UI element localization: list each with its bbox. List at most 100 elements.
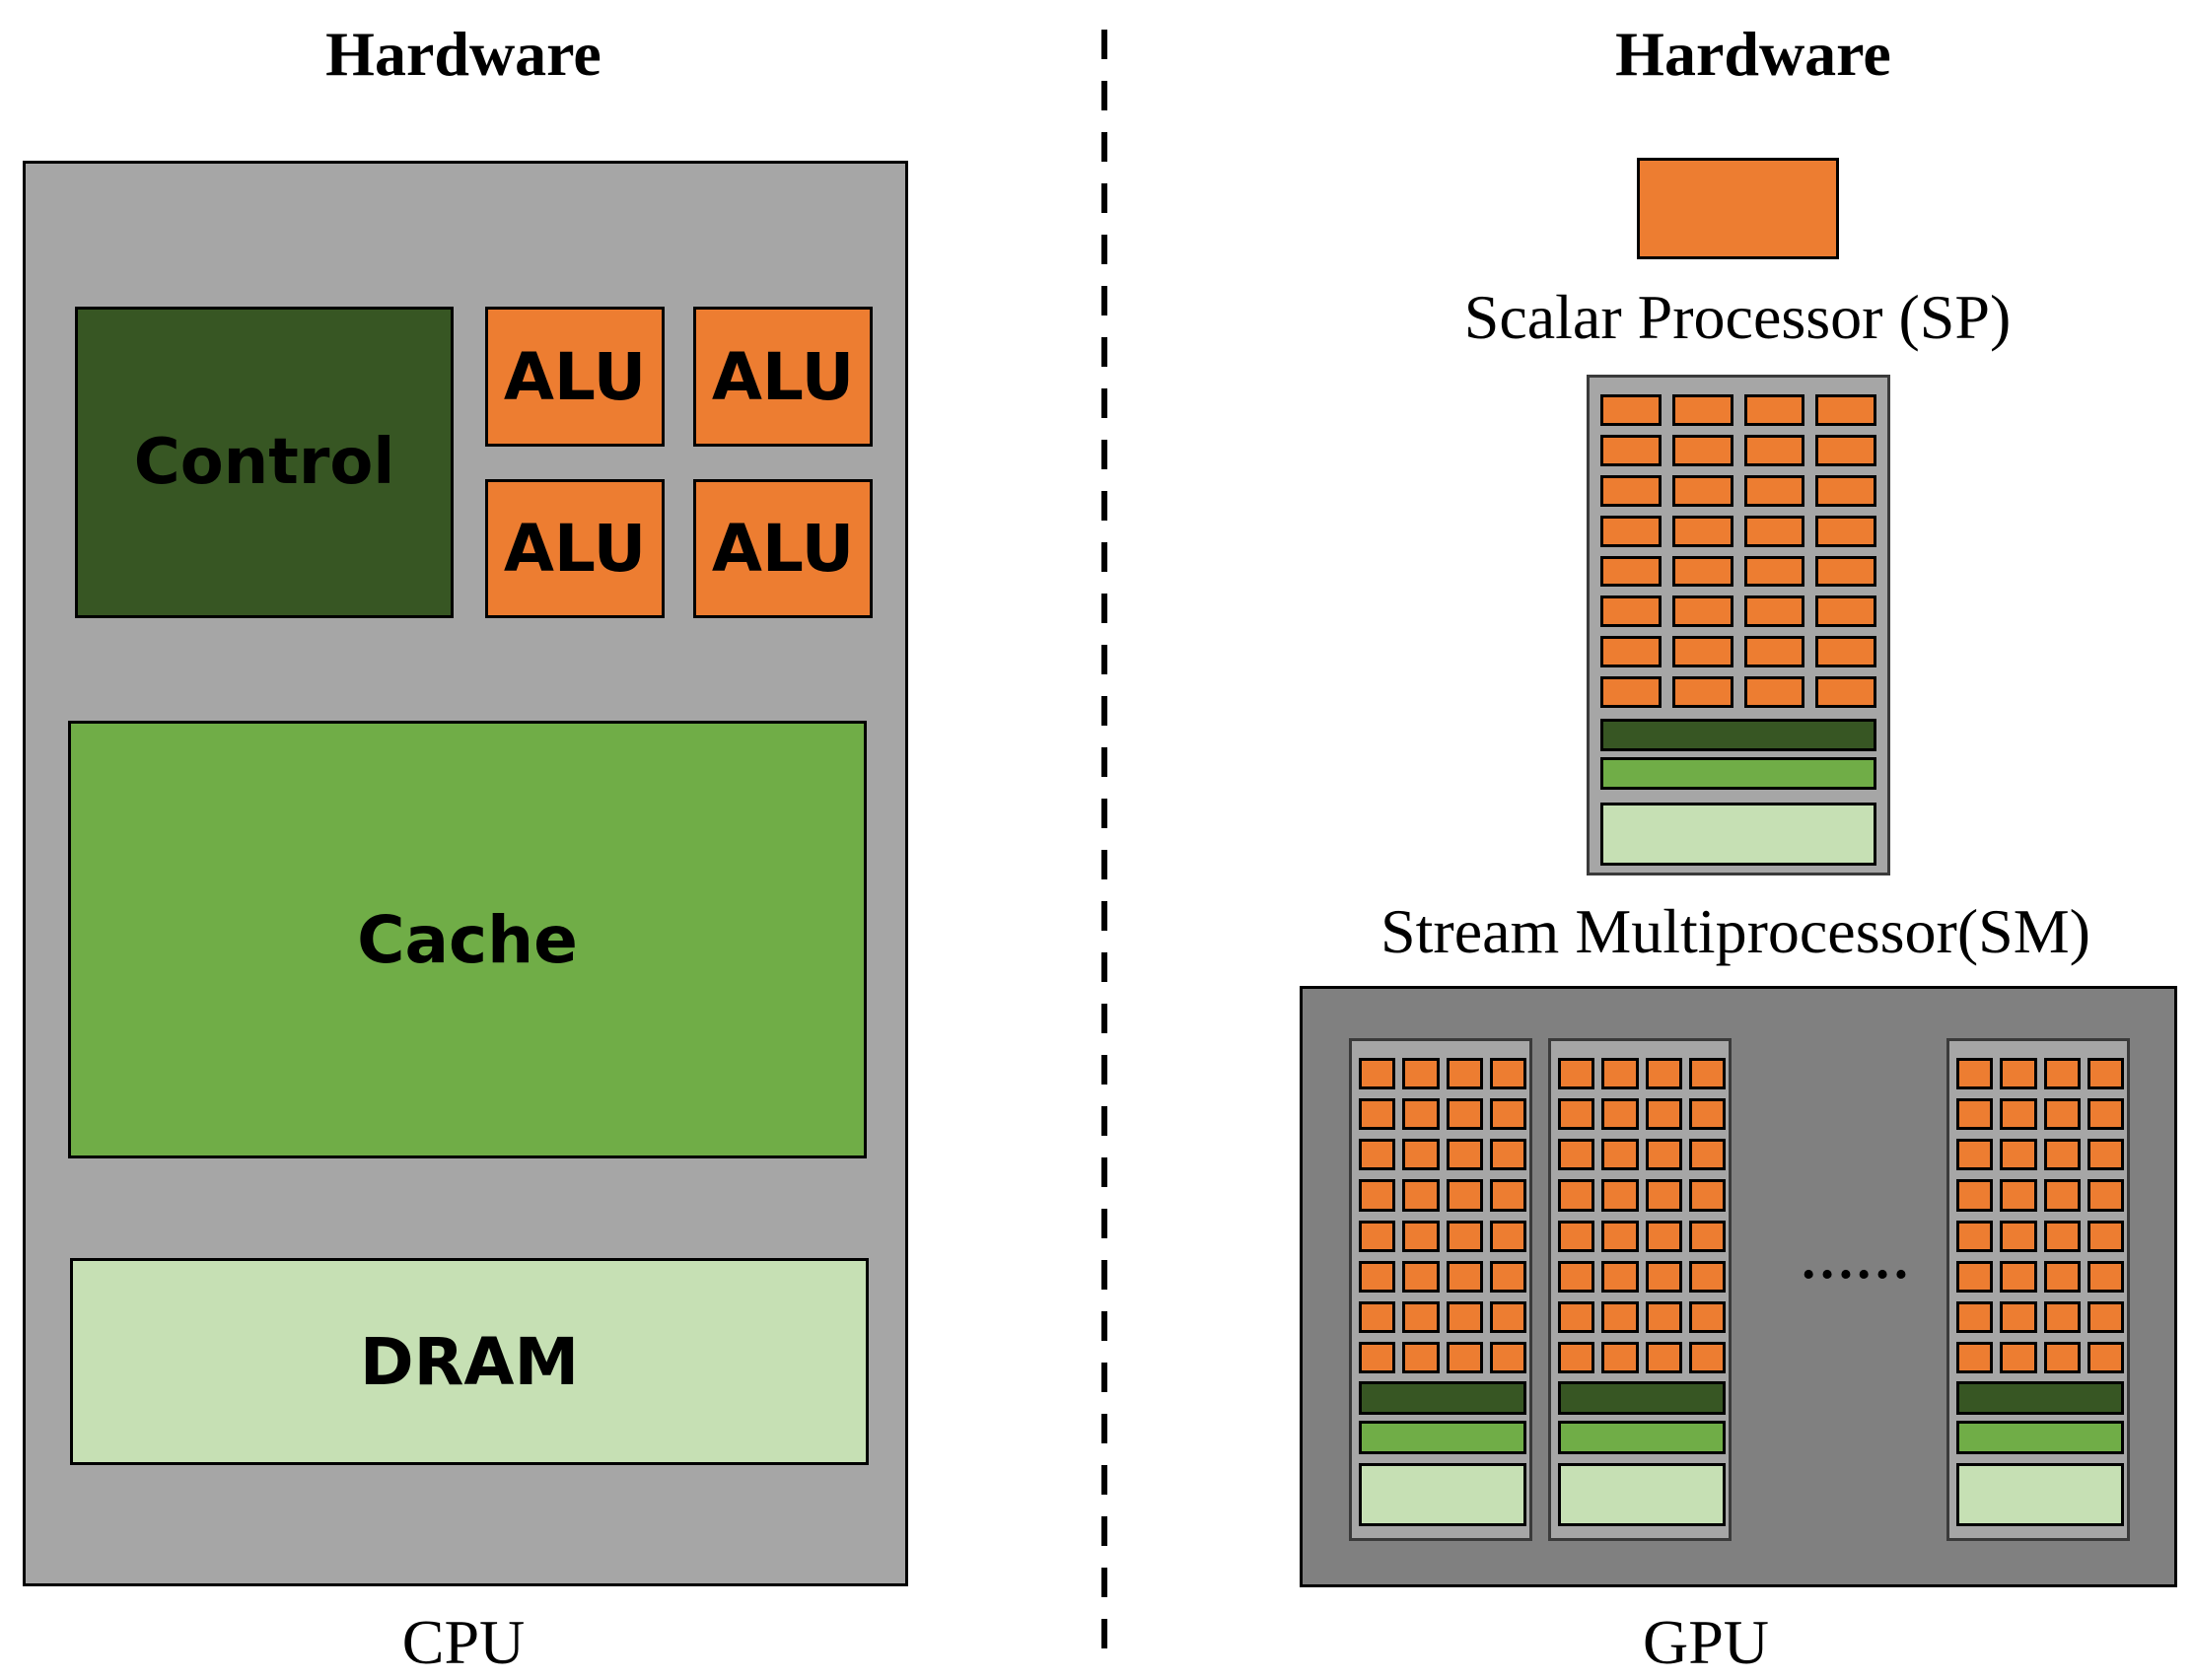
sp-cell — [1688, 1300, 1726, 1333]
sp-cell — [1956, 1098, 1994, 1131]
sp-cell — [1956, 1300, 1994, 1333]
sp-cell — [1359, 1139, 1396, 1171]
sp-cell — [1489, 1300, 1526, 1333]
sm-cache-bar — [1558, 1421, 1726, 1454]
sm-control-bar — [1359, 1381, 1526, 1415]
scalar-processor-swatch — [1637, 158, 1839, 259]
sp-cell — [1359, 1341, 1396, 1373]
dram-label: DRAM — [359, 1323, 580, 1400]
sp-cell — [1815, 636, 1876, 668]
sp-cell — [1956, 1220, 1994, 1252]
sp-cell — [1601, 1260, 1639, 1293]
alu-block: ALU — [485, 307, 665, 447]
cpu-caption: CPU — [401, 1607, 526, 1677]
sp-cell — [1743, 676, 1805, 708]
sp-cell — [1359, 1260, 1396, 1293]
sp-cell — [1956, 1058, 1994, 1090]
sp-cell — [1558, 1341, 1595, 1373]
sp-cell — [1688, 1179, 1726, 1212]
sp-cell — [1688, 1139, 1726, 1171]
sp-cell — [1402, 1058, 1440, 1090]
sp-cell — [2087, 1139, 2124, 1171]
sp-cell — [1743, 555, 1805, 588]
sp-cell — [1601, 1058, 1639, 1090]
sp-cell — [1815, 676, 1876, 708]
gpu-hardware-heading: Hardware — [1615, 19, 1891, 89]
gpu-board: …… — [1300, 986, 2177, 1587]
sp-cell — [1671, 434, 1733, 466]
sp-cell — [1688, 1220, 1726, 1252]
sp-cell — [1489, 1220, 1526, 1252]
sp-cell — [1489, 1058, 1526, 1090]
cache-block: Cache — [68, 721, 867, 1158]
sp-cell — [2087, 1300, 2124, 1333]
sp-cell — [2000, 1341, 2037, 1373]
sp-cell — [1956, 1179, 1994, 1212]
sp-cell — [1956, 1260, 1994, 1293]
sp-cell — [1671, 515, 1733, 547]
sp-cell — [1402, 1220, 1440, 1252]
sp-cell — [2087, 1260, 2124, 1293]
scalar-processor-label: Scalar Processor (SP) — [1463, 282, 2012, 352]
sp-cell — [2000, 1139, 2037, 1171]
sp-cell — [1600, 394, 1662, 426]
stream-multiprocessor-label: Stream Multiprocessor(SM) — [1380, 896, 2090, 966]
sp-cell — [2000, 1098, 2037, 1131]
stream-multiprocessor — [1349, 1038, 1532, 1541]
sm-control-bar — [1600, 719, 1876, 751]
sp-cell — [2000, 1220, 2037, 1252]
sp-cell — [1743, 434, 1805, 466]
sp-cell — [2087, 1179, 2124, 1212]
control-label: Control — [133, 426, 395, 499]
sp-cell — [1671, 394, 1733, 426]
sp-cell — [1446, 1260, 1483, 1293]
sp-cell — [1558, 1300, 1595, 1333]
sp-cell — [1743, 474, 1805, 507]
sp-cell — [1815, 434, 1876, 466]
sm-cache-bar — [1956, 1421, 2124, 1454]
sm-control-bar — [1956, 1381, 2124, 1415]
sp-cell — [1743, 515, 1805, 547]
sp-cell — [1446, 1220, 1483, 1252]
sp-cell — [1601, 1098, 1639, 1131]
sp-cell — [2000, 1300, 2037, 1333]
sp-cell — [1558, 1139, 1595, 1171]
sp-cell — [1815, 394, 1876, 426]
sp-cell — [1600, 595, 1662, 628]
sp-cell — [1600, 434, 1662, 466]
alu-block: ALU — [693, 479, 873, 618]
sp-cell — [1743, 636, 1805, 668]
sp-cell — [2043, 1058, 2081, 1090]
sp-cell — [1446, 1179, 1483, 1212]
sp-cell — [1688, 1058, 1726, 1090]
sp-cell — [1402, 1260, 1440, 1293]
sp-cell — [1402, 1139, 1440, 1171]
alu-block: ALU — [485, 479, 665, 618]
sp-cell — [1815, 474, 1876, 507]
control-unit: Control — [75, 307, 454, 618]
dashed-divider — [1101, 30, 1107, 1656]
cpu-hardware-heading: Hardware — [325, 19, 601, 89]
alu-block: ALU — [693, 307, 873, 447]
sp-cell — [1446, 1098, 1483, 1131]
alu-label: ALU — [503, 338, 647, 415]
sp-cell — [1359, 1058, 1396, 1090]
sp-cell — [1359, 1300, 1396, 1333]
sp-cell — [1446, 1341, 1483, 1373]
alu-label: ALU — [503, 511, 647, 587]
sp-cell — [1446, 1300, 1483, 1333]
sp-cell — [2043, 1260, 2081, 1293]
sp-cell — [2043, 1179, 2081, 1212]
dram-block: DRAM — [70, 1258, 869, 1465]
sp-cell — [2043, 1098, 2081, 1131]
sp-cell — [1489, 1098, 1526, 1131]
sp-cell — [1558, 1220, 1595, 1252]
sp-cell — [2043, 1300, 2081, 1333]
sp-cell — [1601, 1300, 1639, 1333]
stream-multiprocessor-legend — [1587, 375, 1890, 875]
sp-cell — [2087, 1098, 2124, 1131]
sp-cell — [2087, 1220, 2124, 1252]
sp-cell — [2000, 1058, 2037, 1090]
sp-cell — [1359, 1220, 1396, 1252]
sp-cell — [1402, 1098, 1440, 1131]
